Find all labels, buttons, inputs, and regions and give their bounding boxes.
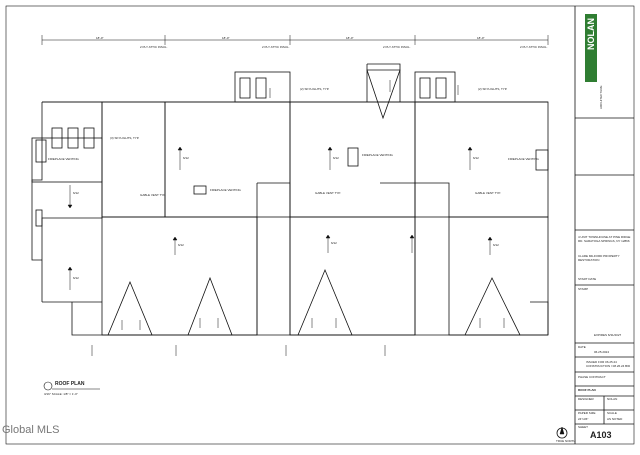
- designer-label: DESIGNER: [578, 397, 594, 401]
- date-value: 06.25.2024: [594, 350, 610, 354]
- gable-vent-note: GABLE VENT TYP.: [140, 193, 166, 197]
- slope-label: 6/12: [493, 243, 499, 247]
- scale-value: AS NOTED: [607, 417, 623, 421]
- slope-label: 6/12: [331, 241, 337, 245]
- dimension-label: 18'-0": [222, 36, 230, 40]
- slope-label: 6/12: [333, 156, 339, 160]
- stamp-label: STAMP: [578, 287, 589, 291]
- date-label: DATE: [578, 345, 586, 349]
- dimension-label: 18'-0": [346, 36, 354, 40]
- fireplace-note: FIREPLACE VENTING: [508, 157, 539, 161]
- gable-vent-note: GABLE VENT TYP.: [475, 191, 501, 195]
- slope-label: 6/12: [73, 191, 79, 195]
- phase-label: PHASE CONTRACT: [578, 375, 606, 379]
- drawing-title: ROOF PLAN: [578, 388, 596, 392]
- dimension-label: 18'-0": [477, 36, 485, 40]
- sheet-label: SHEET: [578, 425, 589, 429]
- fireplace-note: FIREPLACE VENTING: [362, 153, 393, 157]
- attic-note: 2 PLY ATTIC INSUL.: [383, 45, 411, 49]
- slope-label: 6/12: [73, 276, 79, 280]
- project-address: 4 UNIT TOWNHOUSE AT PINE RIDGE RD. SARAT…: [578, 235, 631, 243]
- designer-value: NOLAN: [607, 397, 618, 401]
- firm-logo-text: NOLAN: [586, 18, 596, 50]
- firm-logo: [585, 14, 597, 82]
- start-date-label: START DATE: [578, 277, 597, 281]
- firm-subtitle: ARCHITECTURE: [599, 85, 603, 109]
- gable-vent-note: GABLE VENT TYP.: [315, 191, 341, 195]
- stamp-expires: EXPIRES 6/31/2027: [594, 333, 622, 337]
- revisions: ISSUED FOR 06.25.24 CONSTRUCTION / 08.26…: [586, 360, 631, 369]
- skylights-note: (2) SKYLIGHTS, TYP.: [478, 87, 508, 91]
- dimension-label: 18'-0": [96, 36, 104, 40]
- skylights-note: (2) SKYLIGHTS, TYP.: [300, 87, 330, 91]
- attic-note: 2 PLY ATTIC INSUL.: [520, 45, 548, 49]
- attic-note: 2 PLY ATTIC INSUL.: [262, 45, 290, 49]
- sheet-number: A103: [590, 430, 612, 440]
- slope-label: 6/12: [473, 156, 479, 160]
- fireplace-note: FIREPLACE VENTING: [210, 188, 241, 192]
- attic-note: 2 PLY ATTIC INSUL.: [140, 45, 168, 49]
- north-arrow-label: TRUE NORTH: [556, 439, 576, 443]
- plan-scale: 3/16" SCALE: 1/8" = 1'-0": [44, 392, 78, 396]
- client-name: CLARE MILFORD PROPERTY RESTORATION: [578, 254, 620, 262]
- paper-size-label: PAPER SIZE: [578, 411, 596, 415]
- paper-size-value: 24"x36": [578, 417, 589, 421]
- slope-label: 6/12: [183, 156, 189, 160]
- fireplace-note: FIREPLACE VENTING: [48, 157, 79, 161]
- plan-title: ROOF PLAN: [55, 381, 85, 387]
- scale-label: SCALE: [607, 411, 617, 415]
- slope-label: 6/12: [178, 243, 184, 247]
- watermark: Global MLS: [2, 424, 60, 436]
- skylights-note: (3) SKYLIGHTS, TYP.: [110, 136, 140, 140]
